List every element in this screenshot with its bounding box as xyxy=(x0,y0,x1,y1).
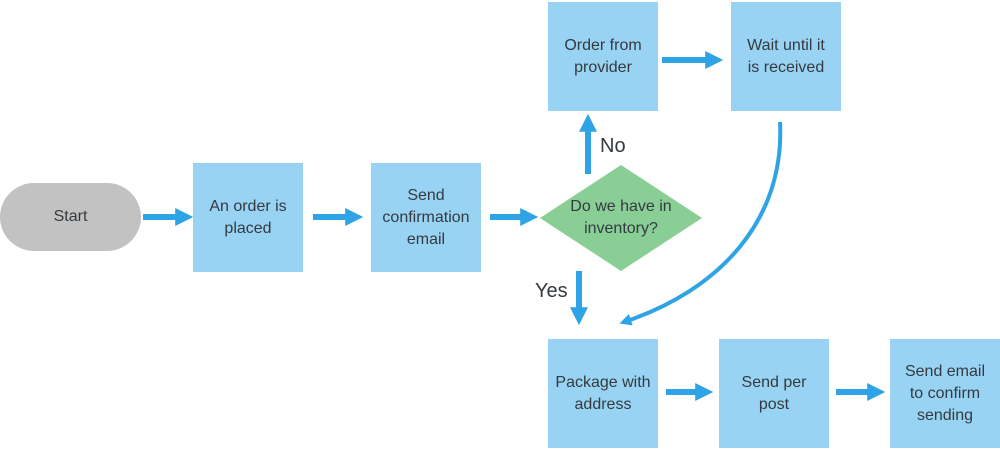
start-label: Start xyxy=(53,208,88,225)
send-email-confirm-node: Send email to confirm sending xyxy=(890,339,1000,448)
package-address-node: Package with address xyxy=(548,339,658,448)
decision-diamond xyxy=(540,165,702,271)
edge-label-yes: Yes xyxy=(535,280,568,302)
inventory-check-node: Do we have in inventory? xyxy=(550,190,692,246)
send-confirmation-label: Send confirmation email xyxy=(382,186,470,248)
send-post-label: Send per post xyxy=(741,373,807,413)
wait-received-label: Wait until it is received xyxy=(747,36,825,76)
send-confirmation-node: Send confirmation email xyxy=(371,163,481,272)
order-placed-label: An order is placed xyxy=(209,197,287,237)
order-provider-node: Order from provider xyxy=(548,2,658,111)
edge-label-no: No xyxy=(600,135,626,157)
wait-received-node: Wait until it is received xyxy=(731,2,841,111)
start-node: Start xyxy=(0,183,141,251)
inventory-check-label: Do we have in inventory? xyxy=(570,198,672,237)
send-email-confirm-label: Send email to confirm sending xyxy=(904,362,986,424)
arrow-wait-to-package xyxy=(619,121,783,326)
order-placed-node: An order is placed xyxy=(193,163,303,272)
order-provider-label: Order from provider xyxy=(564,36,642,76)
package-address-label: Package with address xyxy=(555,373,651,413)
send-post-node: Send per post xyxy=(719,339,829,448)
